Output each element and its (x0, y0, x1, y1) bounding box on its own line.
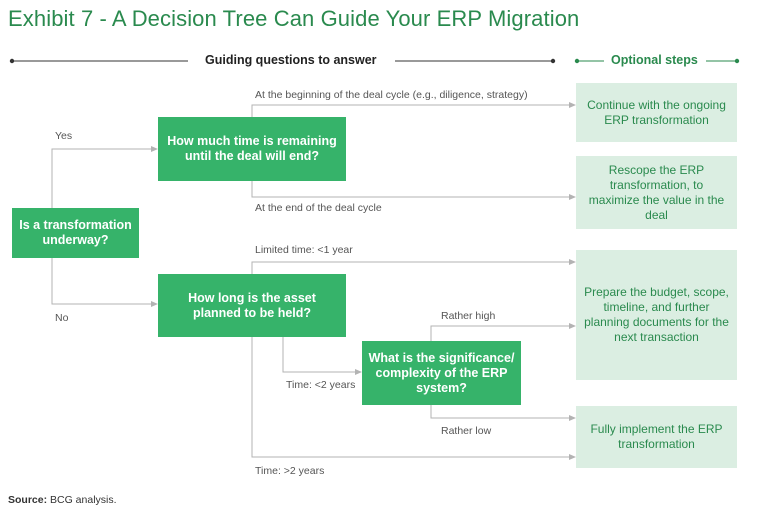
question-transformation-underway: Is a transformation underway? (12, 208, 139, 258)
question-text: What is the significance/ complexity of … (368, 350, 515, 395)
label-rather-high: Rather high (441, 310, 496, 322)
question-text: How much time is remaining until the dea… (167, 134, 337, 163)
step-text: Fully implement the ERP transformation (590, 422, 723, 451)
step-fully-implement: Fully implement the ERP transformation (576, 406, 737, 468)
step-text: Rescope the ERP transformation, to maxim… (588, 162, 725, 222)
label-under-2-years: Time: <2 years (286, 379, 356, 391)
source-text: BCG analysis. (47, 494, 117, 506)
question-erp-complexity: What is the significance/ complexity of … (362, 341, 521, 405)
label-over-2-years: Time: >2 years (255, 465, 325, 477)
question-text: How long is the asset planned to be held… (188, 290, 316, 320)
exhibit-title: Exhibit 7 - A Decision Tree Can Guide Yo… (8, 6, 580, 31)
step-prepare-budget: Prepare the budget, scope, timeline, and… (576, 250, 737, 380)
step-continue-transformation: Continue with the ongoing ERP transforma… (576, 83, 737, 142)
label-beginning-deal-cycle: At the beginning of the deal cycle (e.g.… (255, 89, 528, 101)
label-limited-time: Limited time: <1 year (255, 244, 353, 256)
header-guiding-questions: Guiding questions to answer (205, 53, 377, 67)
source-label: Source: (8, 494, 48, 506)
question-text: Is a transformation underway? (19, 218, 132, 247)
step-rescope-transformation: Rescope the ERP transformation, to maxim… (576, 156, 737, 229)
question-time-remaining: How much time is remaining until the dea… (158, 117, 346, 181)
question-holding-period: How long is the asset planned to be held… (158, 274, 346, 337)
label-yes: Yes (55, 130, 73, 142)
step-text: Prepare the budget, scope, timeline, and… (584, 285, 729, 344)
label-end-deal-cycle: At the end of the deal cycle (255, 202, 382, 214)
label-no: No (55, 312, 69, 324)
label-rather-low: Rather low (441, 425, 492, 437)
step-text: Continue with the ongoing ERP transforma… (587, 97, 726, 127)
header-optional-steps: Optional steps (611, 53, 698, 67)
source-note: Source: BCG analysis. (8, 494, 117, 506)
